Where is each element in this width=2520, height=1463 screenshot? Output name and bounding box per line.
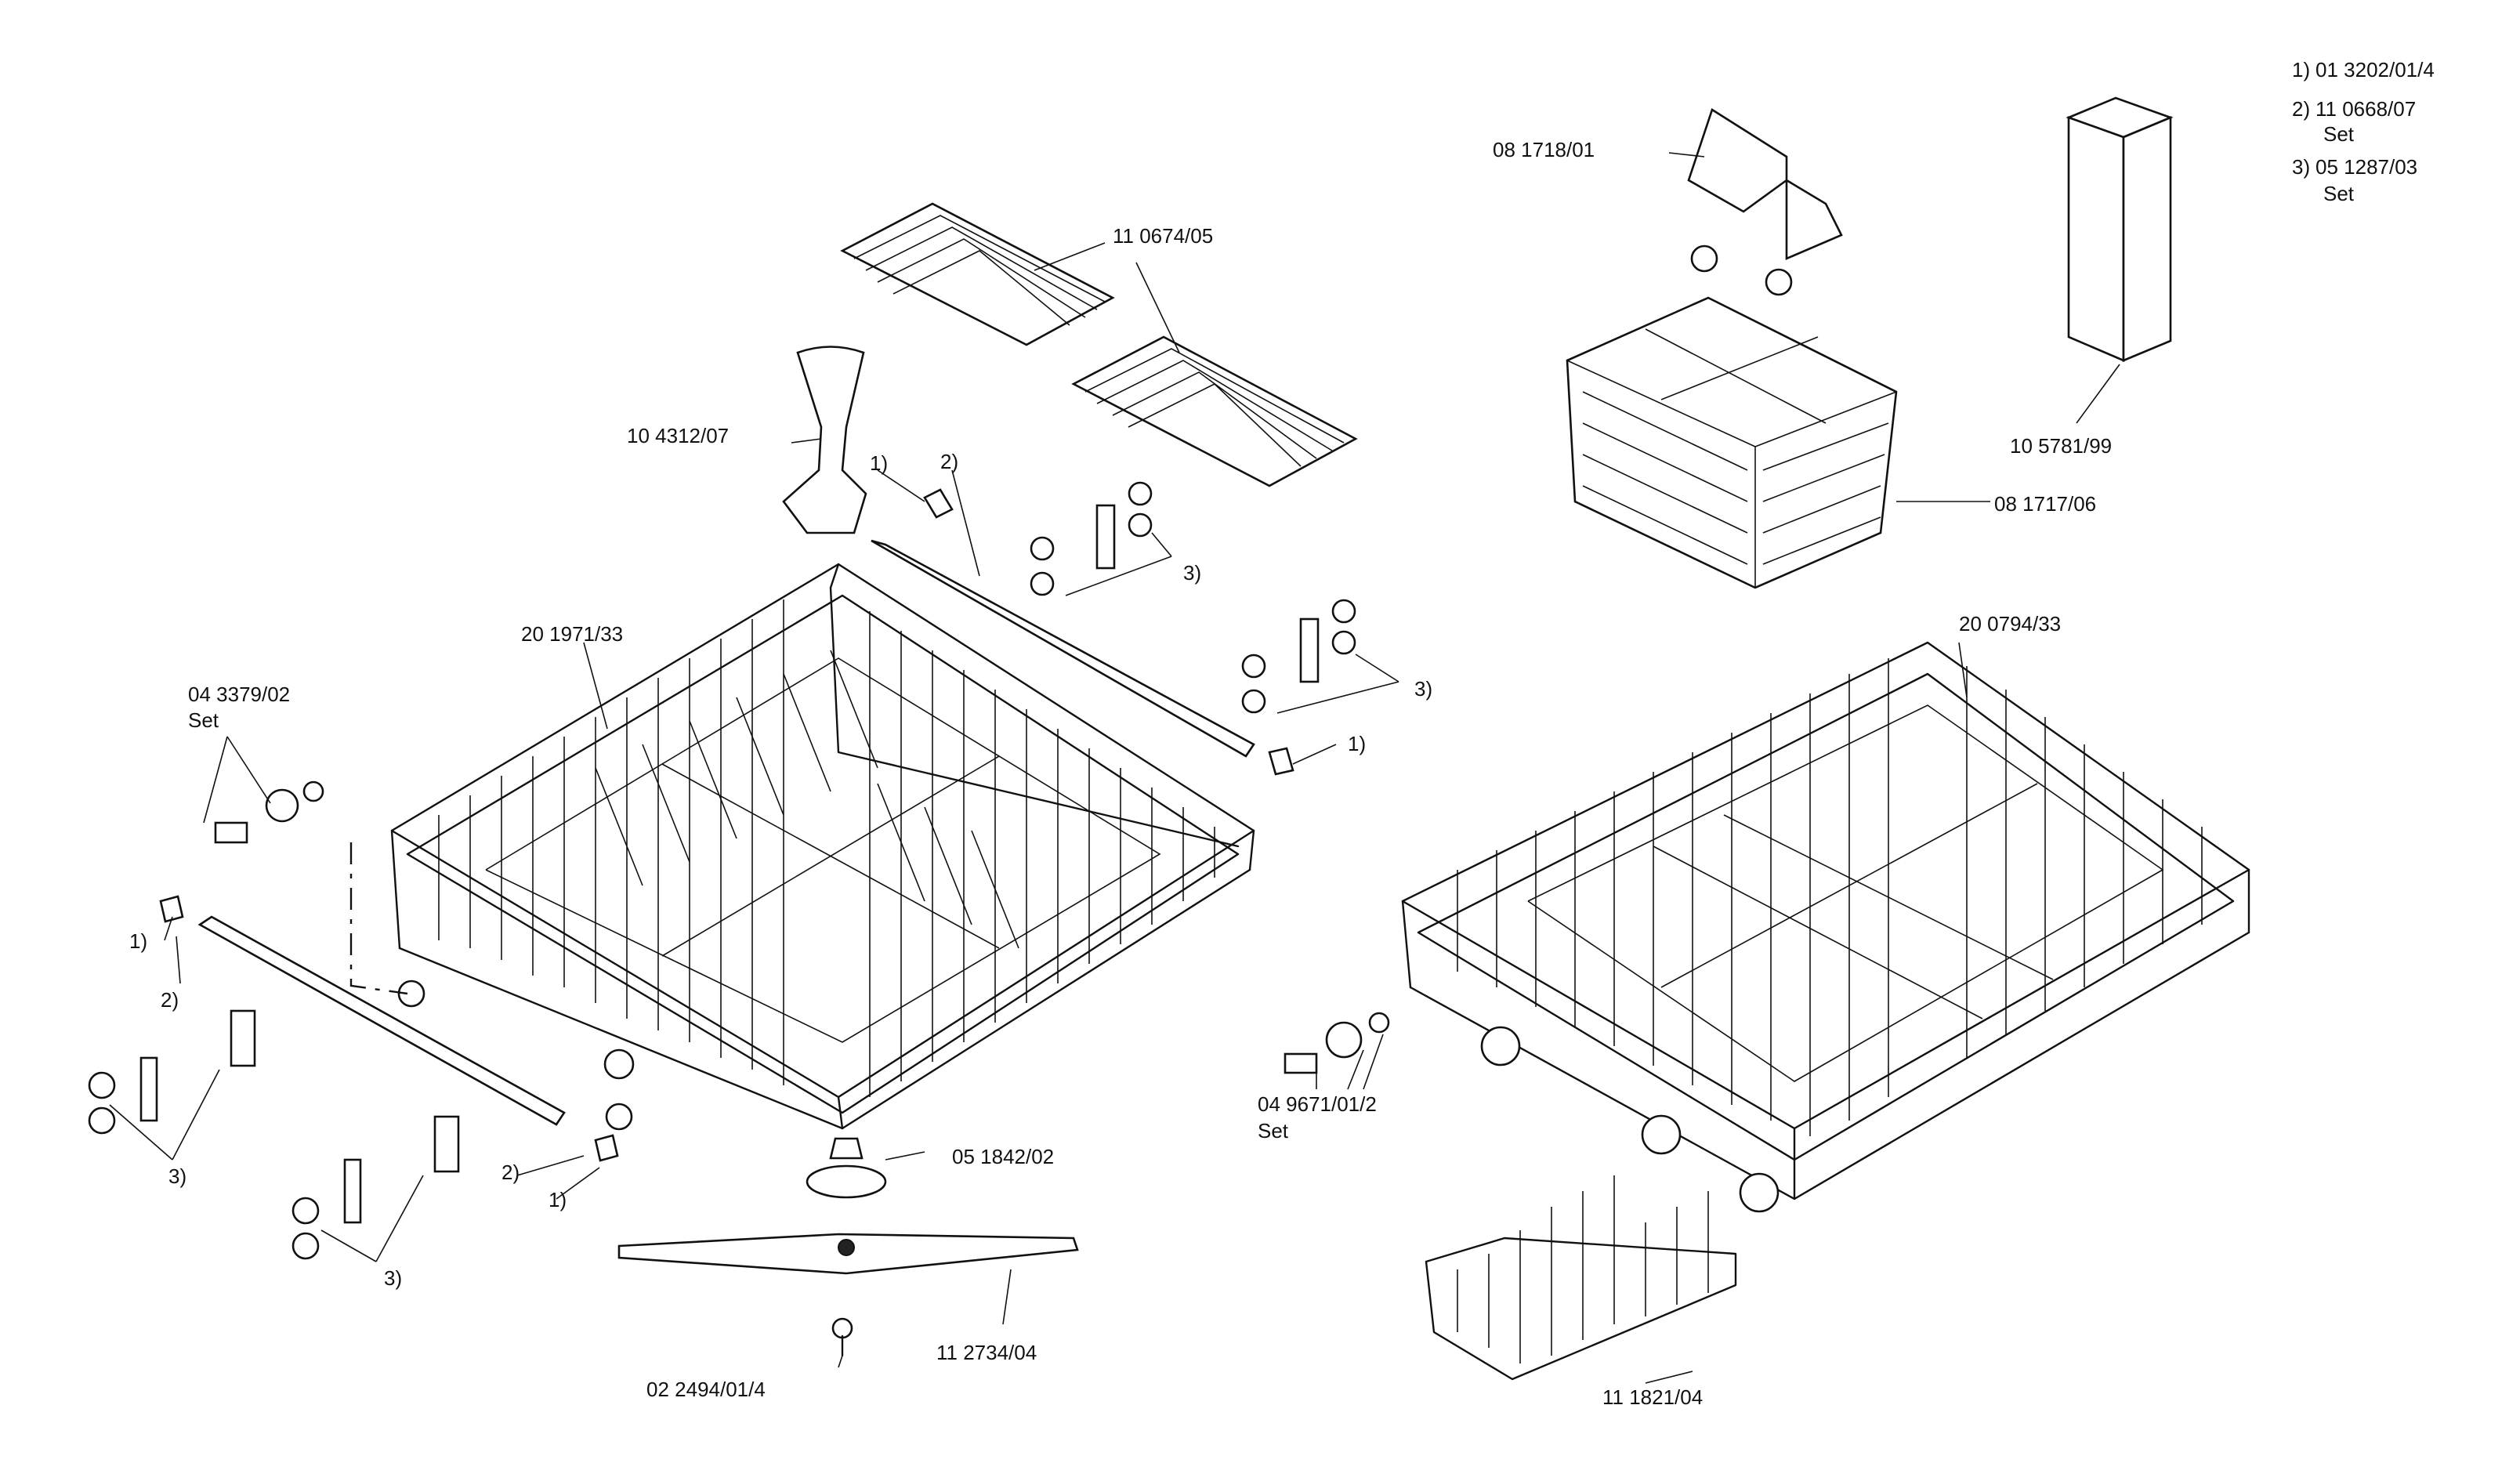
plate-insert-tines (1457, 1175, 1709, 1363)
callout-clip-right: 1) (1348, 732, 1366, 755)
upper-rack-tines (438, 599, 1215, 1097)
upper-rack-drawing (349, 563, 1255, 1131)
callout-bar-bottom: 2) (501, 1161, 520, 1184)
lower-rack-tines (1457, 658, 2203, 1136)
note-1: 01 3202/01/4 (2315, 58, 2435, 81)
label-tall-insert: 10 5781/99 (2010, 434, 2112, 458)
notes-legend: 01 3202/01/4 11 0668/07 Set 05 1287/03 S… (2292, 58, 2435, 205)
label-upper-rack: 20 1971/33 (521, 622, 623, 646)
label-plate-insert: 11 1821/04 (1602, 1385, 1703, 1409)
roller-sets-drawing (88, 481, 1356, 1260)
rail-bars-drawing (197, 539, 1255, 1126)
callout-bar-left: 2) (161, 988, 179, 1012)
callout-bar-top: 2) (940, 450, 958, 473)
callout-rollers-top-2: 3) (1414, 677, 1432, 701)
label-upper-rack-set-part: 04 3379/02 (188, 683, 290, 706)
plate-insert-drawing (1425, 1175, 1737, 1381)
tall-insert-drawing (2066, 96, 2174, 362)
note-2-marker: 2) (2292, 97, 2310, 121)
label-cutlery-basket: 08 1717/06 (1994, 492, 2096, 516)
label-screw: 02 2494/01/4 (646, 1378, 766, 1401)
label-upper-rack-set: Set (188, 708, 219, 732)
callout-rollers-left-2: 3) (384, 1266, 402, 1290)
basket-mesh (1582, 391, 1889, 565)
note-3: 05 1287/03 (2315, 155, 2417, 179)
note-2: 11 0668/07 (2315, 97, 2416, 121)
label-spray-arm-bearing: 05 1842/02 (952, 1145, 1054, 1168)
callout-rollers-top-1: 3) (1183, 561, 1201, 585)
note-3-marker: 3) (2292, 155, 2310, 179)
cutlery-basket-drawing (1566, 108, 1898, 589)
clips-drawing (159, 488, 1294, 1162)
label-lower-rack-set-part: 04 9671/01/2 (1258, 1092, 1377, 1116)
label-lower-rack-set: Set (1258, 1119, 1289, 1143)
note-1-marker: 1) (2292, 58, 2310, 81)
cutlery-tray-grid-drawing (840, 202, 1358, 487)
label-spray-arm: 11 2734/04 (936, 1341, 1037, 1364)
callout-clip-bottom: 1) (549, 1188, 567, 1211)
label-cup-holder: 10 4312/07 (627, 424, 729, 447)
cup-holder-drawing (782, 346, 867, 534)
callout-rollers-left-1: 3) (168, 1164, 186, 1188)
label-cutlery-tray-grid: 11 0674/05 (1113, 224, 1213, 248)
callout-clip-left: 1) (129, 929, 147, 953)
callout-labels: 1) 2) 3) 3) 1) 1) 2) 3) 3) 2) 1) (129, 450, 1432, 1290)
part-labels: 11 0674/05 10 4312/07 20 1971/33 04 3379… (188, 138, 2112, 1409)
spray-arm-drawing (617, 1137, 1079, 1357)
note-3-set: Set (2323, 182, 2355, 205)
leader-lines (109, 152, 2120, 1384)
callout-clip-top: 1) (870, 451, 888, 475)
note-2-set: Set (2323, 122, 2355, 146)
label-basket-handle: 08 1718/01 (1493, 138, 1595, 161)
lower-rack-drawing (1284, 641, 2250, 1213)
label-lower-rack: 20 0794/33 (1959, 612, 2061, 636)
